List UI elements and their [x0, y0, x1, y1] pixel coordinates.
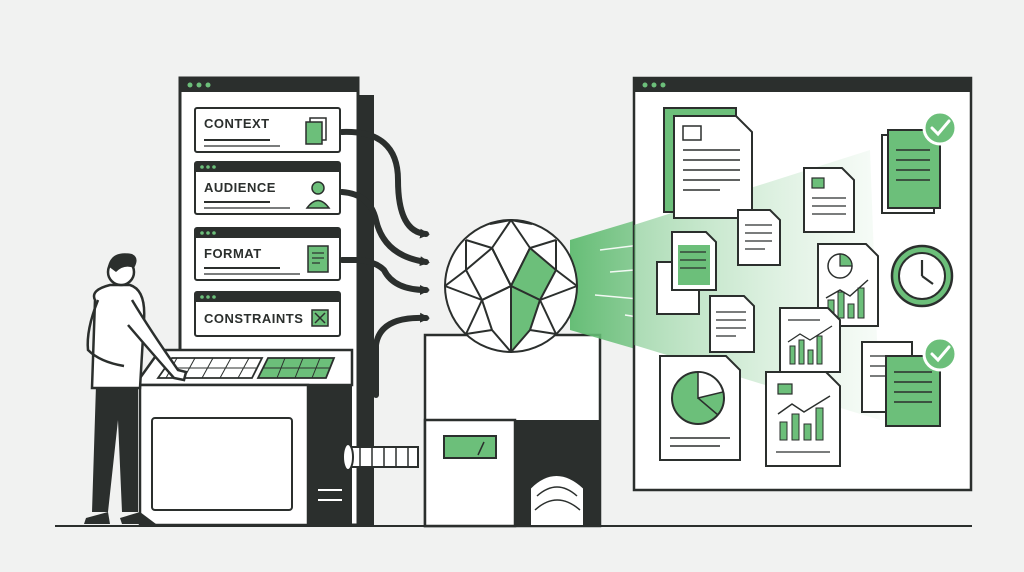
- panel-format: FORMAT: [194, 227, 341, 281]
- report-chart-icon: [765, 371, 841, 467]
- panel-audience: AUDIENCE: [194, 161, 341, 215]
- document-icon: [861, 341, 941, 427]
- document-icon: [737, 209, 781, 266]
- document-icon: [663, 107, 753, 219]
- report-chart-icon: [659, 355, 741, 461]
- document-icon: [881, 129, 941, 214]
- clock-icon: [890, 244, 954, 308]
- document-lines-icon: [307, 245, 329, 273]
- person-operator: [84, 253, 188, 524]
- check-badge-icon: [922, 110, 958, 146]
- person-icon: [305, 181, 331, 209]
- green-keypad: [256, 357, 336, 379]
- documents-icon: [305, 117, 327, 145]
- x-box-icon: [311, 309, 329, 327]
- panel-context: CONTEXT: [194, 107, 341, 153]
- panel-label: CONSTRAINTS: [204, 311, 303, 326]
- input-arrows: [339, 128, 430, 398]
- check-badge-icon: [922, 336, 958, 372]
- processor-base: [342, 333, 602, 528]
- panel-label: FORMAT: [204, 246, 262, 261]
- panel-label: CONTEXT: [204, 116, 270, 131]
- crystal-sphere: [444, 219, 578, 353]
- document-icon: [656, 231, 717, 315]
- document-icon: [709, 295, 755, 353]
- document-icon: [803, 167, 855, 233]
- panel-label: AUDIENCE: [204, 180, 276, 195]
- report-chart-icon: [779, 307, 841, 373]
- panel-constraints: CONSTRAINTS: [194, 291, 341, 337]
